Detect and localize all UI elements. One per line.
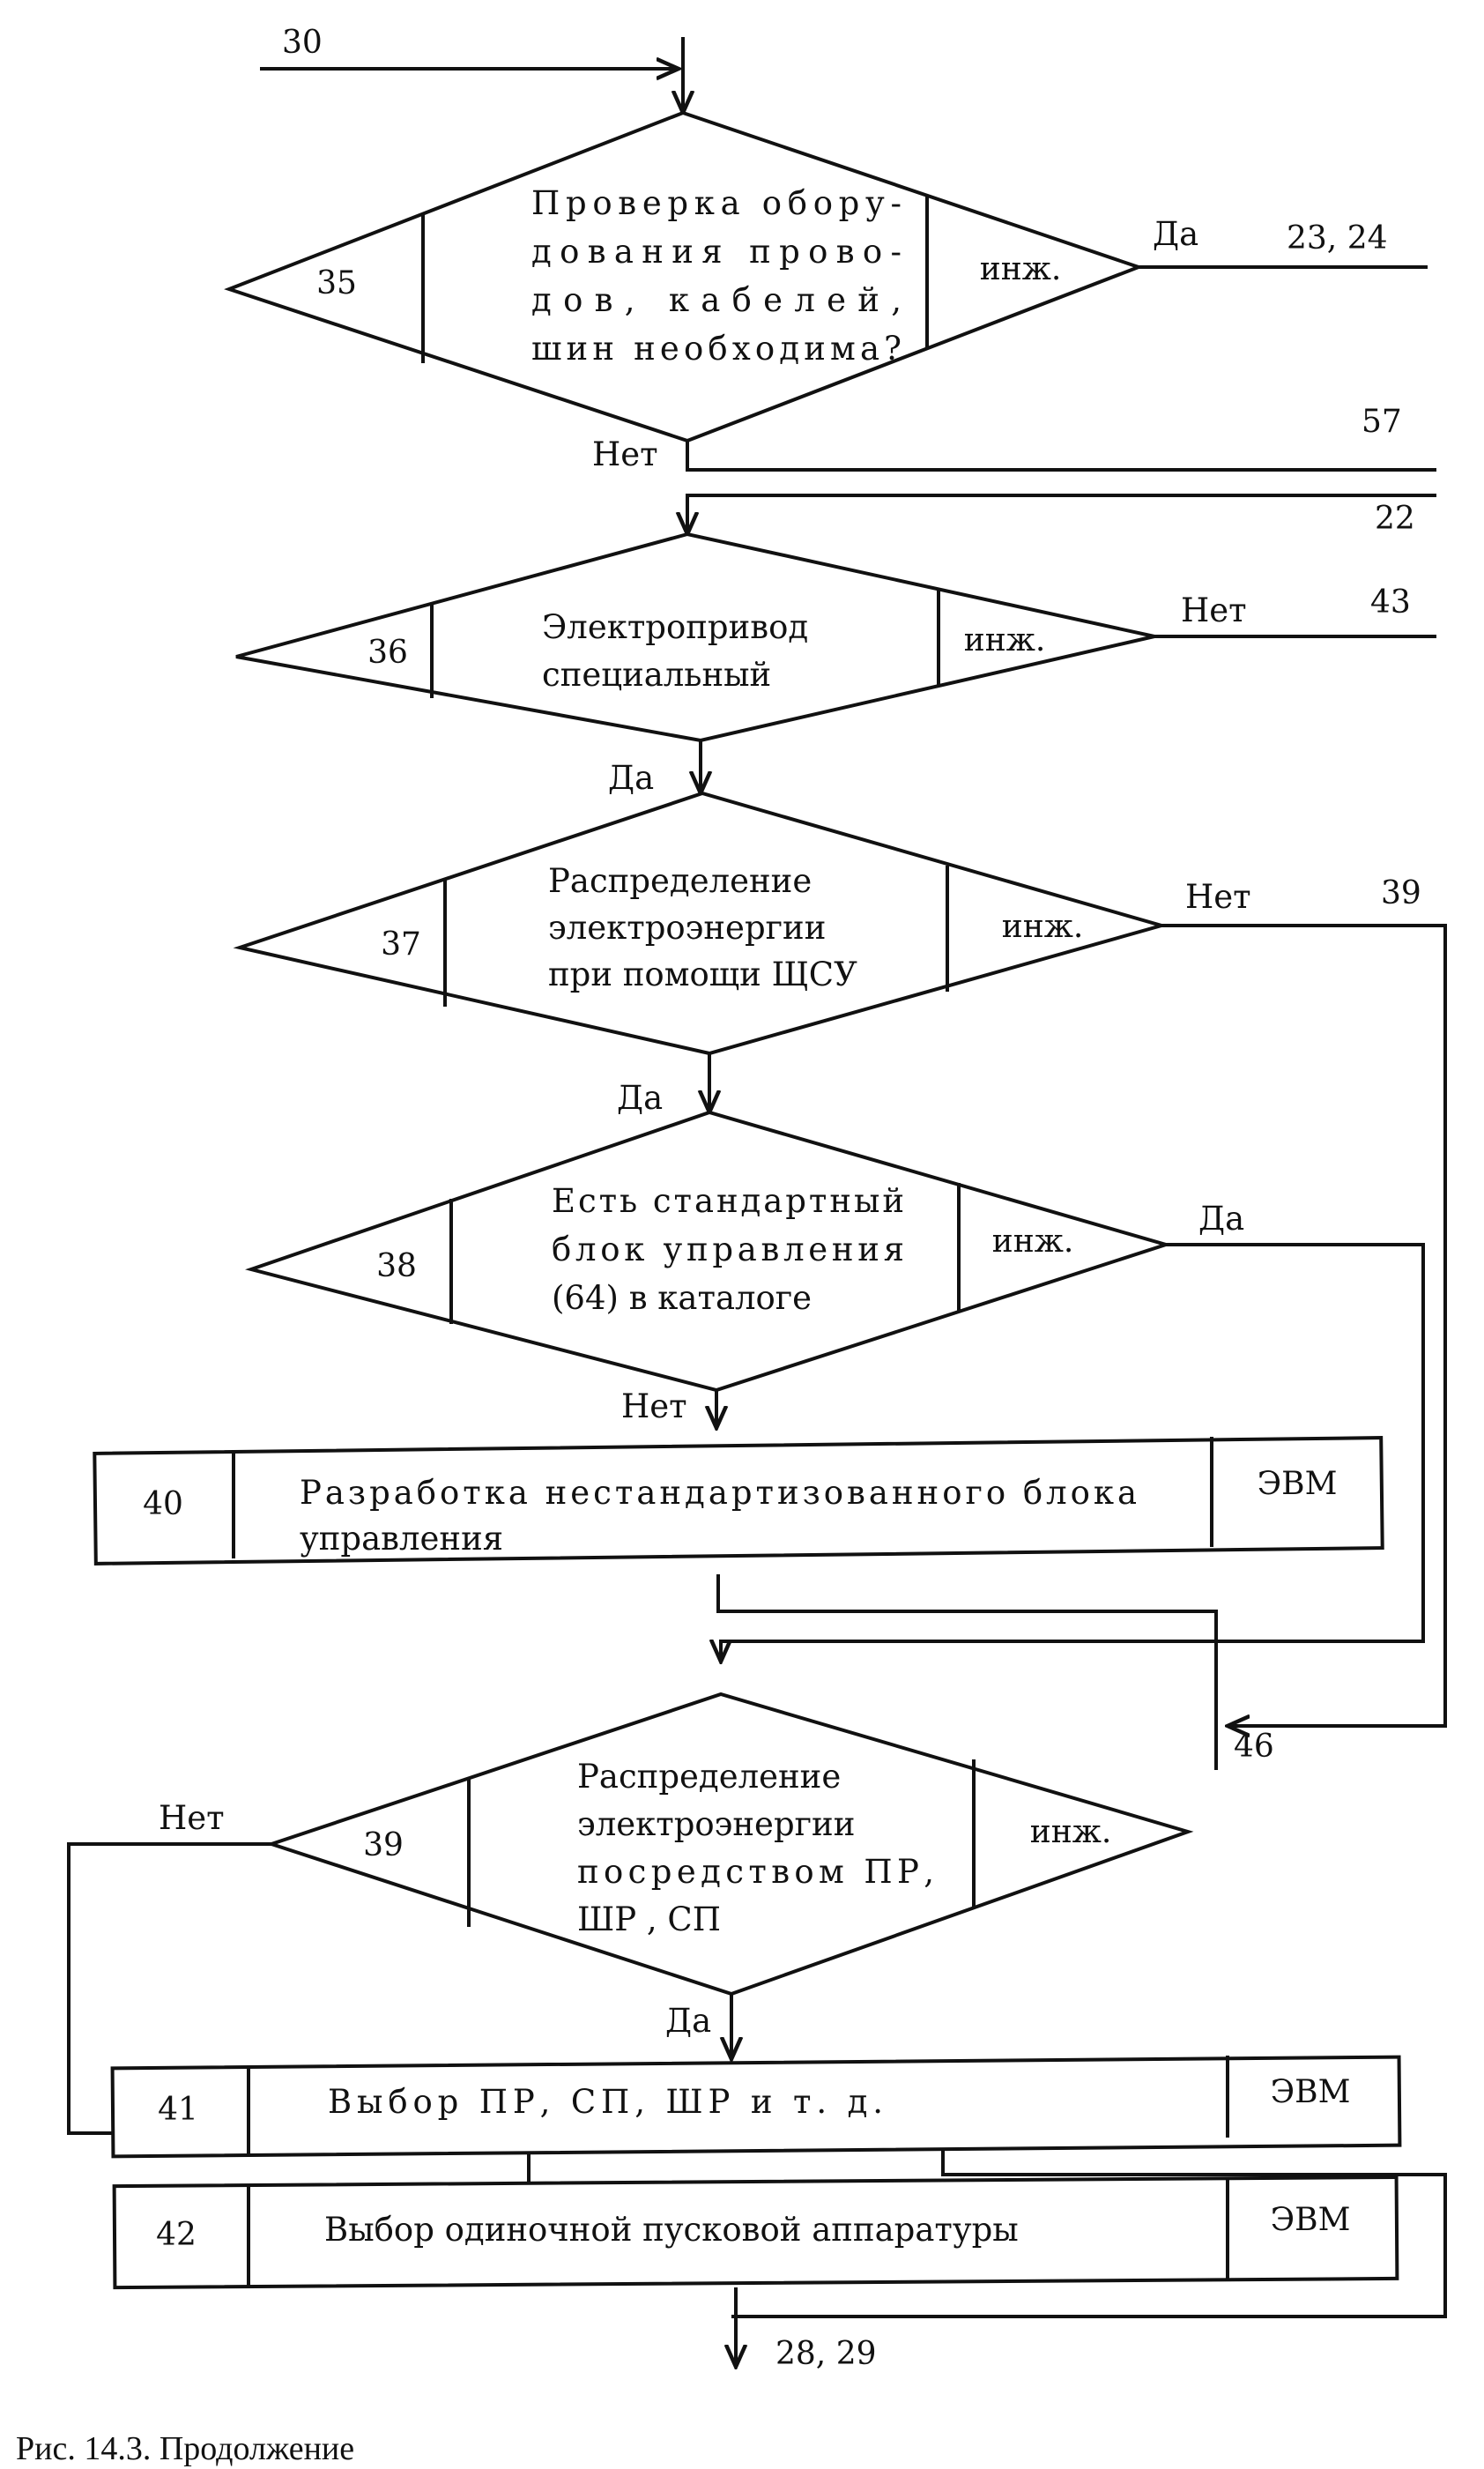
process-42-line-1: Выбор одиночной пусковой аппаратуры xyxy=(324,2211,1019,2249)
process-42-tag: ЭВМ xyxy=(1271,2202,1351,2238)
line-41-out xyxy=(731,2151,1447,2318)
label-39-yes: Да xyxy=(665,2002,711,2040)
decision-36: 36 инж. Электропривод специальный xyxy=(235,532,1155,743)
decision-39-diamond xyxy=(265,1692,1194,1997)
label-37-no: Нет xyxy=(1185,878,1251,916)
label-35-no: Нет xyxy=(592,435,658,473)
label-38-no: Нет xyxy=(621,1387,687,1425)
decision-39-line-3: посредством ПР, xyxy=(577,1853,934,1891)
line-22-in xyxy=(687,494,1436,534)
process-42: 42 ЭВМ Выбор одиночной пусковой аппарату… xyxy=(112,2175,1399,2290)
label-37-yes: Да xyxy=(617,1079,663,1117)
decision-37-line-2: электроэнергии xyxy=(548,909,826,947)
connector-lines xyxy=(67,37,1447,2367)
process-40-line-2: управления xyxy=(300,1520,503,1558)
connector-57: 57 xyxy=(1362,404,1402,440)
decision-36-diamond xyxy=(235,532,1155,743)
label-39-no: Нет xyxy=(159,1799,225,1837)
edge-labels: Да Нет Нет Да Нет Да Да Нет Нет Да xyxy=(159,215,1251,2040)
decision-39-tag: инж. xyxy=(1030,1814,1112,1850)
decision-35-line-4: шин необходима? xyxy=(531,330,902,368)
connector-30: 30 xyxy=(282,25,323,61)
decision-38-line-2: блок управления xyxy=(552,1231,904,1268)
label-35-yes: Да xyxy=(1153,215,1198,253)
decision-39-number: 39 xyxy=(363,1827,404,1863)
label-36-yes: Да xyxy=(608,759,654,797)
decision-38: 38 инж. Есть стандартный блок управления… xyxy=(245,1110,1172,1393)
decision-39-line-4: ШР , СП xyxy=(577,1900,721,1938)
decision-39-line-1: Распределение xyxy=(577,1758,841,1796)
connector-numbers: 30 23, 24 57 22 43 39 46 28, 29 xyxy=(282,25,1421,2372)
decision-37: 37 инж. Распределение электроэнергии при… xyxy=(233,791,1169,1056)
process-41-number: 41 xyxy=(158,2092,198,2128)
decision-38-tag: инж. xyxy=(992,1223,1074,1260)
connector-22: 22 xyxy=(1375,501,1415,537)
process-42-number: 42 xyxy=(156,2217,197,2253)
decision-39: 39 инж. Распределение электроэнергии пос… xyxy=(265,1692,1194,1997)
decision-38-line-1: Есть стандартный xyxy=(552,1182,904,1220)
decision-37-diamond xyxy=(233,791,1169,1056)
line-40-out xyxy=(716,1574,1218,1770)
decision-38-line-3: (64) в каталоге xyxy=(552,1279,812,1317)
line-38-yes xyxy=(721,1243,1425,1662)
process-41: 41 ЭВМ Выбор ПР, СП, ШР и т. д. xyxy=(110,2055,1402,2159)
line-35-no xyxy=(686,441,1436,472)
decision-35-line-2: дования прово- xyxy=(531,233,902,271)
process-42-box xyxy=(112,2175,1399,2290)
connector-39: 39 xyxy=(1381,875,1421,911)
connector-43: 43 xyxy=(1370,584,1411,621)
decision-35-number: 35 xyxy=(316,265,357,301)
decision-36-number: 36 xyxy=(367,635,408,671)
line-37-no xyxy=(1161,924,1447,1726)
decision-37-line-3: при помощи ЩСУ xyxy=(548,956,857,993)
process-41-tag: ЭВМ xyxy=(1271,2074,1351,2110)
decision-37-line-1: Распределение xyxy=(548,862,812,900)
decision-35: 35 инж. Проверка обору- дования прово- д… xyxy=(224,110,1144,443)
process-40-number: 40 xyxy=(143,1486,183,1522)
decision-36-line-1: Электропривод xyxy=(542,608,808,646)
process-40-line-1: Разработка нестандартизованного блока xyxy=(300,1474,1137,1512)
decision-36-tag: инж. xyxy=(964,622,1046,658)
connector-46: 46 xyxy=(1234,1729,1274,1765)
decision-36-line-2: специальный xyxy=(542,656,771,694)
connector-23-24: 23, 24 xyxy=(1287,220,1388,257)
decision-38-diamond xyxy=(245,1110,1172,1393)
decision-37-number: 37 xyxy=(381,926,421,963)
decision-39-line-2: электроэнергии xyxy=(577,1805,855,1843)
decision-35-diamond xyxy=(224,110,1144,443)
connector-28-29: 28, 29 xyxy=(775,2336,877,2372)
process-41-box xyxy=(110,2055,1402,2159)
decision-35-tag: инж. xyxy=(980,251,1062,287)
decision-37-tag: инж. xyxy=(1002,909,1084,945)
decision-38-number: 38 xyxy=(376,1248,417,1284)
figure-caption: Рис. 14.3. Продолжение xyxy=(16,2430,354,2467)
process-40: 40 ЭВМ Разработка нестандартизованного б… xyxy=(93,1436,1384,1565)
label-38-yes: Да xyxy=(1198,1200,1244,1238)
process-40-box xyxy=(93,1436,1384,1565)
process-40-tag: ЭВМ xyxy=(1258,1466,1338,1502)
label-36-no: Нет xyxy=(1181,591,1247,629)
